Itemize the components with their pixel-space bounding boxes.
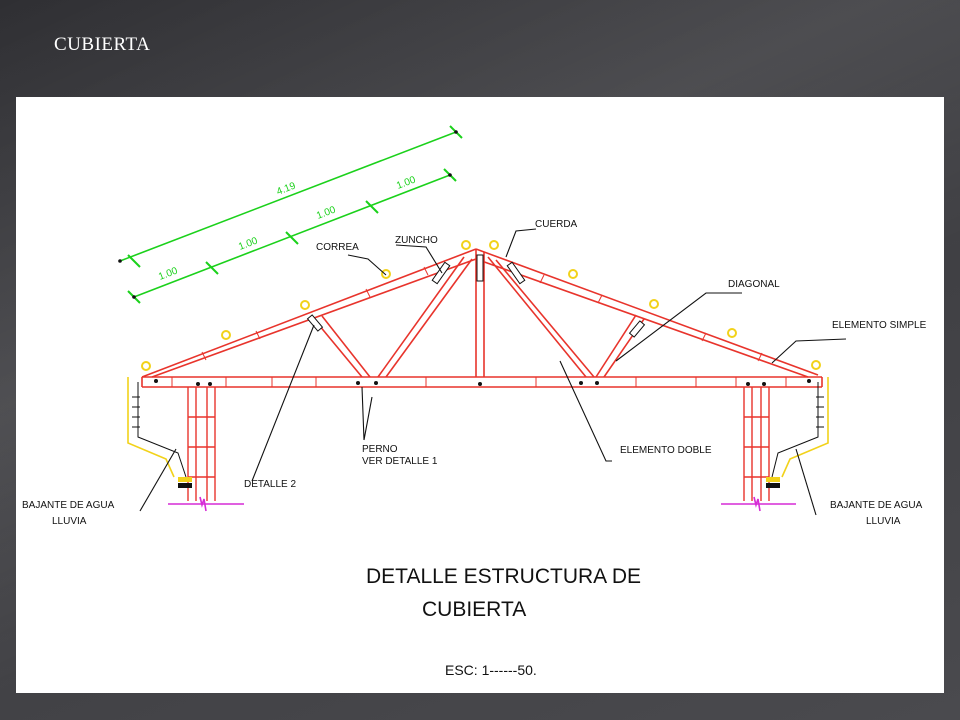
label-elemento-simple: ELEMENTO SIMPLE [832,320,927,331]
top-chord-ticks [201,266,763,362]
gusset-plates [306,254,646,338]
label-perno: PERNO [362,444,398,455]
label-diagonal: DIAGONAL [728,279,780,290]
caption-scale: ESC: 1------50. [445,662,537,678]
right-column [743,387,770,501]
bolts [154,379,811,386]
right-downspout [766,377,829,488]
dimension-total: 4.19 [275,180,298,197]
purlins [141,240,821,371]
roof-truss [141,248,823,388]
label-correa: CORREA [316,242,359,253]
left-downspout [127,377,192,488]
column-bases [168,496,796,512]
label-detalle-2: DETALLE 2 [244,479,296,490]
label-bajante-left: BAJANTE DE AGUA [22,500,115,511]
roof-truss-drawing: 4.19 1.00 1.00 1.00 1.00 [22,125,927,678]
caption-title-line-1: DETALLE ESTRUCTURA DE [366,565,641,588]
label-elemento-doble: ELEMENTO DOBLE [620,445,712,456]
leader-lines [139,228,847,516]
drawing-panel: 4.19 1.00 1.00 1.00 1.00 [16,97,944,693]
left-column [187,387,216,501]
dimension-lines [119,125,463,304]
caption-title-line-2: CUBIERTA [422,598,526,621]
label-cuerda: CUERDA [535,219,578,230]
slide-title: CUBIERTA [54,34,151,55]
label-lluvia-left: LLUVIA [52,516,87,527]
label-lluvia-right: LLUVIA [866,516,901,527]
label-bajante-right: BAJANTE DE AGUA [830,500,923,511]
bottom-chord-ticks [171,377,787,387]
label-ver-detalle-1: VER DETALLE 1 [362,456,438,467]
label-zuncho: ZUNCHO [395,235,438,246]
